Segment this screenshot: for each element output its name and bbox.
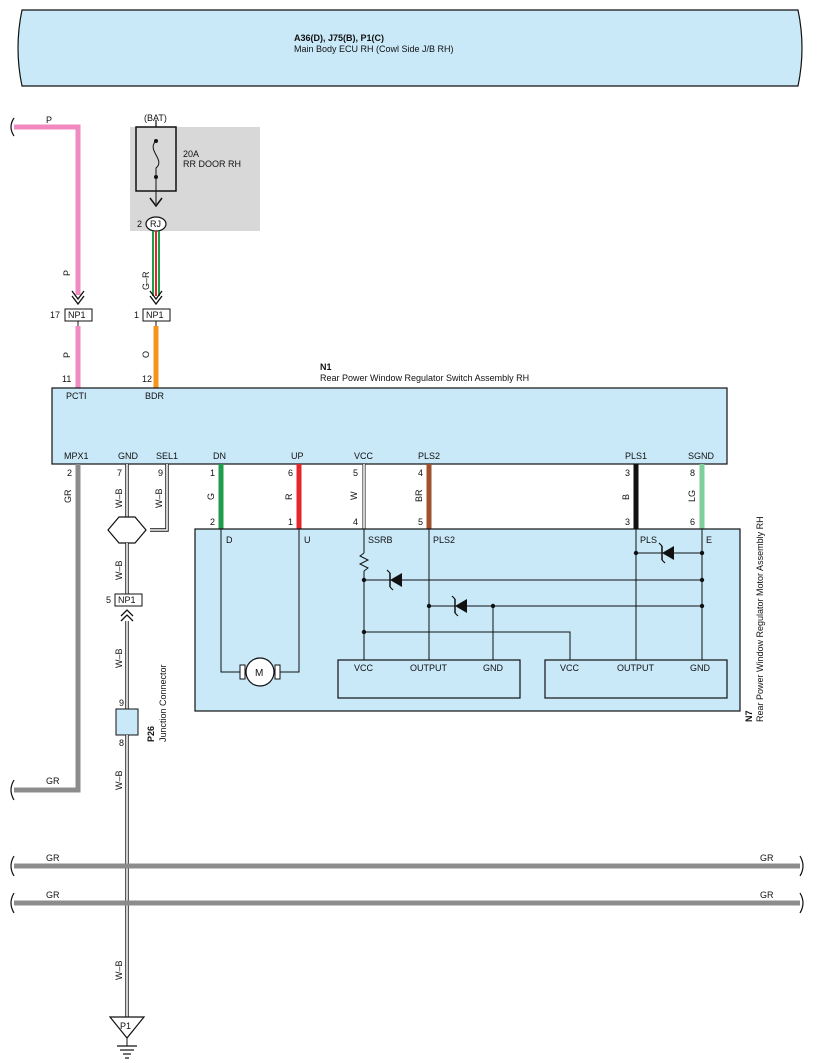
gr-label-mpx1: GR [63,489,73,503]
wb-label-4: W–B [114,648,124,668]
n1-name: Rear Power Window Regulator Switch Assem… [320,373,529,383]
ground-label: P1 [120,1021,131,1031]
ecu-subtitle: Main Body ECU RH (Cowl Side J/B RH) [294,44,454,54]
fuse-name: RR DOOR RH [183,159,241,169]
wb-label-3: W–B [114,560,124,580]
w-label: W [349,491,359,500]
n1-pin-1: 1 [210,468,215,478]
n7-pin-4: 4 [353,517,358,527]
n1-pin-2: 2 [67,468,72,478]
p-label-top: P [46,115,52,125]
p26-pin-9: 9 [119,698,124,708]
rj-pin: 2 [137,219,142,229]
n7-name: Rear Power Window Regulator Motor Assemb… [755,516,765,722]
ecu-banner: A36(D), J75(B), P1(C) Main Body ECU RH (… [17,9,803,87]
n1-label-gnd: GND [118,451,139,461]
n1-label-dn: DN [213,451,226,461]
p-label-mid: P [62,270,72,276]
n7-label-ssrb: SSRB [368,535,393,545]
sensor2-output: OUTPUT [617,663,655,673]
gr-bus-label-1: GR [46,853,60,863]
ecu-title: A36(D), J75(B), P1(C) [294,33,384,43]
fuse-rating: 20A [183,149,199,159]
np1-label-1: NP1 [68,310,86,320]
lg-label: LG [687,490,697,502]
np1-label-2: NP1 [146,310,164,320]
n7-label-pls2: PLS2 [433,535,455,545]
n7-pin-6: 6 [690,517,695,527]
sensor2-vcc: VCC [560,663,580,673]
n1-id: N1 [320,362,332,372]
n1-label-pls1: PLS1 [625,451,647,461]
gr-bus-wires: GR GR GR GR [10,853,804,914]
n7-label-pls: PLS [640,535,657,545]
n1-n7-wires: G R W BR B LG [206,464,705,529]
n7-pin-2: 2 [210,517,215,527]
wire-p: P P P [10,115,85,388]
n1-label-pls2: PLS2 [418,451,440,461]
p26-pin-8: 8 [119,738,124,748]
n7-id: N7 [744,710,754,722]
n1-pin-3: 3 [625,468,630,478]
p26-id: P26 [146,726,156,742]
n1-pin-7: 7 [117,468,122,478]
gr-bus-label-2: GR [760,853,774,863]
wire-mpx1: GR GR [10,464,81,801]
r-label: R [284,493,294,500]
gr-bus-label-3: GR [46,890,60,900]
n7-label-e: E [706,535,712,545]
n1-label-bdr: BDR [145,391,165,401]
wb-label-2: W–B [154,488,164,508]
n1-label-sgnd: SGND [688,451,715,461]
np1-connectors: NP1 17 NP1 1 [50,308,171,326]
n7-label-u: U [304,535,311,545]
n1-label-vcc: VCC [354,451,374,461]
wire-bdr: G–R O [141,231,163,388]
n1-pin-6: 6 [288,468,293,478]
np1-pin-17: 17 [50,310,60,320]
gr-top-label: G–R [141,271,151,290]
wire-gnd: W–B W–B W–B NP1 5 W–B 9 8 P26 Junction C… [106,464,169,1059]
wb-label-1: W–B [114,488,124,508]
sensor2-gnd: GND [690,663,711,673]
n1-pin-5: 5 [353,468,358,478]
n1-pin-9: 9 [158,468,163,478]
np1-pin-5: 5 [106,595,111,605]
fuse-box: (BAT) 20A RR DOOR RH RJ 2 [130,113,260,232]
sensor1-output: OUTPUT [410,663,448,673]
wb-label-5: W–B [114,770,124,790]
n7-motor-assembly: 2 1 4 5 3 6 D U SSRB PLS2 PLS E M [194,516,765,722]
gr-label-bottom: GR [46,776,60,786]
n1-label-mpx1: MPX1 [64,451,89,461]
n1-switch-assembly: N1 Rear Power Window Regulator Switch As… [51,362,728,478]
sensor1-gnd: GND [483,663,504,673]
n7-label-d: D [226,535,233,545]
n1-label-pcti: PCTI [66,391,87,401]
n1-label-sel1: SEL1 [156,451,178,461]
n1-label-up: UP [291,451,304,461]
g-label: G [206,493,216,500]
n7-pin-3: 3 [625,517,630,527]
br-label: BR [414,489,424,502]
p-label-low: P [62,352,72,358]
n1-pin-11: 11 [62,374,71,384]
sensor1-vcc: VCC [354,663,374,673]
n1-pin-12: 12 [142,374,152,384]
n1-pin-4: 4 [418,468,423,478]
gr-bus-label-4: GR [760,890,774,900]
n7-pin-1: 1 [288,517,293,527]
np1-pin-1: 1 [134,310,139,320]
o-label: O [141,351,151,358]
rj-connector: RJ [150,219,161,229]
p26-name: Junction Connector [158,664,168,742]
bat-label: (BAT) [144,113,167,123]
b-label: B [621,494,631,500]
np1-label-3: NP1 [118,595,136,605]
n7-pin-5: 5 [418,517,423,527]
n1-pin-8: 8 [690,468,695,478]
motor-label: M [255,668,263,679]
wb-label-6: W–B [114,960,124,980]
